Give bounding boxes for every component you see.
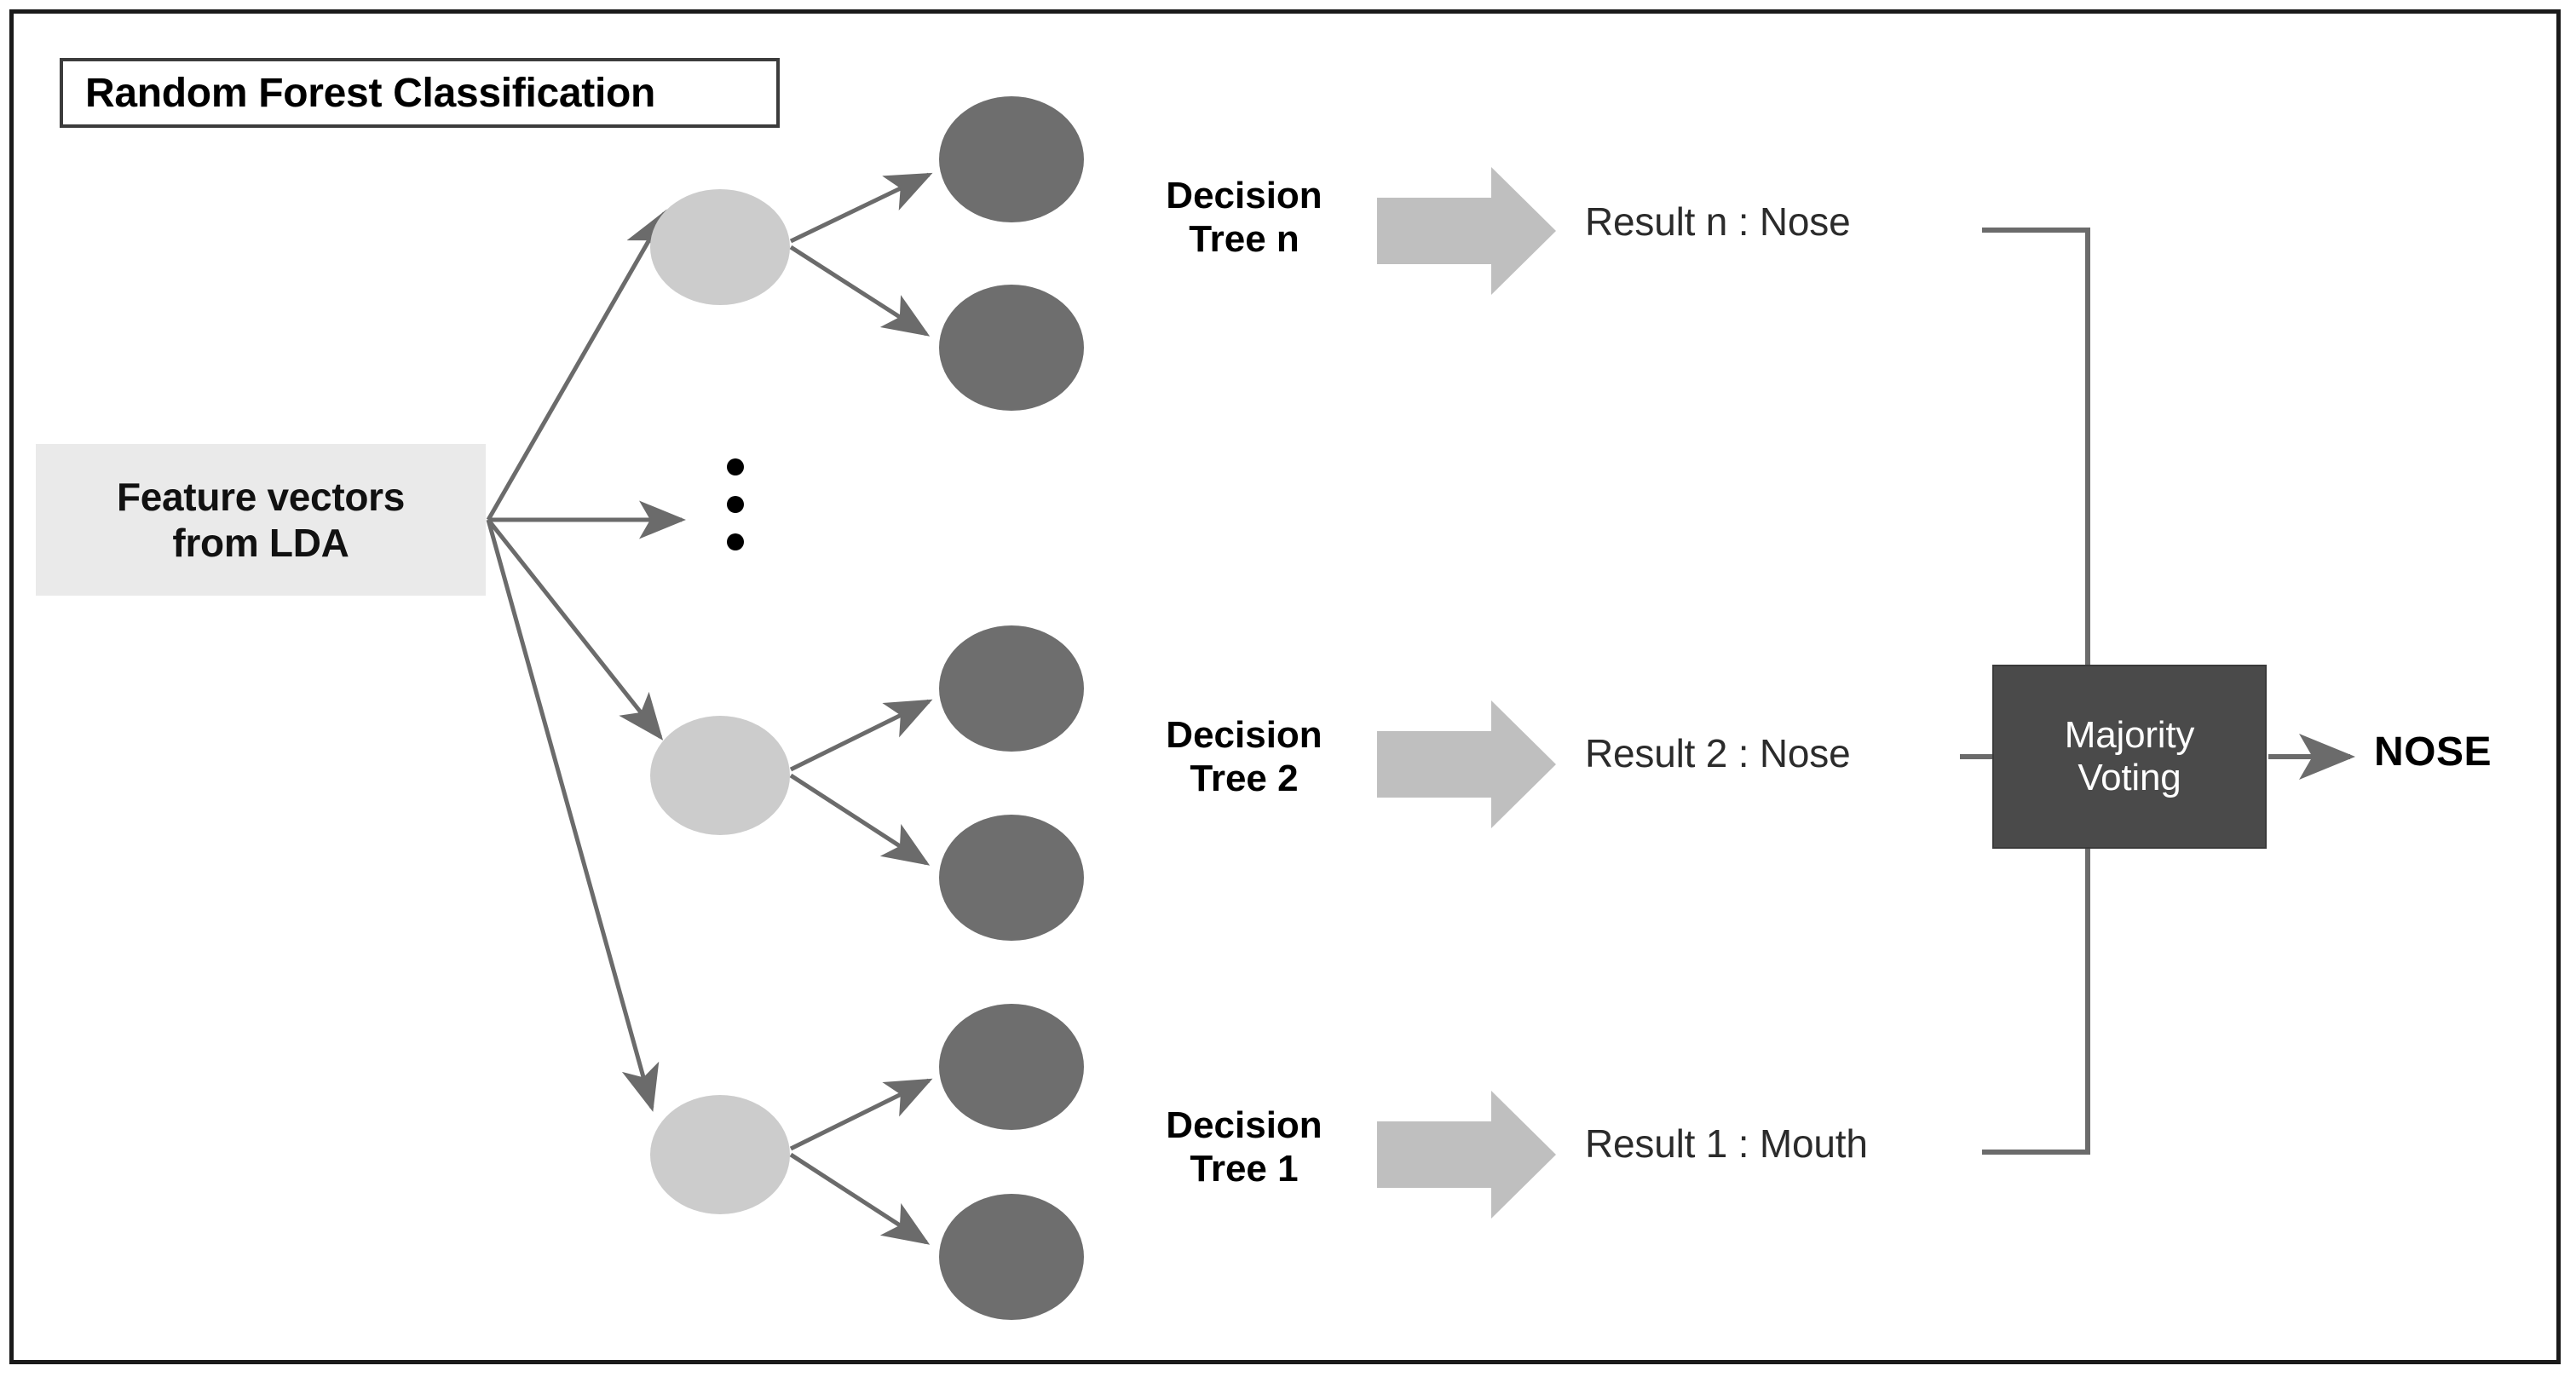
tree-n-leaf-node-upper <box>939 96 1084 222</box>
block-arrow-tree-n <box>1377 167 1556 295</box>
majority-voting-line2: Voting <box>2078 757 2181 798</box>
input-label-line2: from LDA <box>172 521 349 565</box>
result-label-2: Result 2 : Nose <box>1585 731 1851 775</box>
tree-1-edge-upper <box>789 1078 933 1151</box>
result-label-1: Result 1 : Mouth <box>1585 1121 1868 1166</box>
tree-2-edge-upper <box>789 699 933 772</box>
block-arrow-tree-2 <box>1377 700 1556 828</box>
tree-label-n-line2: Tree n <box>1189 217 1300 260</box>
majority-voting-box: Majority Voting <box>1992 665 2267 849</box>
outer-frame-border <box>9 9 2561 1364</box>
fanout-arrow-to-tree-2 <box>487 518 664 740</box>
page-title-box: Random Forest Classification <box>60 58 780 128</box>
tree-1-edge-lower <box>789 1152 931 1245</box>
ellipsis-dot <box>727 533 744 550</box>
tree-1-leaf-node-upper <box>939 1004 1084 1130</box>
tree-label-1-line2: Tree 1 <box>1190 1147 1299 1190</box>
tree-label-2: Decision Tree 2 <box>1116 714 1372 800</box>
connector-result-n-to-voting <box>1982 228 2090 665</box>
input-feature-vectors-box: Feature vectors from LDA <box>36 444 486 596</box>
tree-label-2-line1: Decision <box>1166 714 1323 756</box>
tree-label-1-line1: Decision <box>1166 1104 1323 1146</box>
tree-2-root-node <box>650 716 790 835</box>
result-label-n: Result n : Nose <box>1585 199 1851 244</box>
tree-label-n-line1: Decision <box>1166 175 1323 216</box>
fanout-arrows <box>486 209 686 1112</box>
ellipsis-dot <box>727 458 744 475</box>
tree-n-leaf-node-lower <box>939 285 1084 411</box>
tree-label-1: Decision Tree 1 <box>1116 1104 1372 1190</box>
tree-1-leaf-node-lower <box>939 1194 1084 1320</box>
tree-n-root-node <box>650 189 790 305</box>
block-arrow-tree-1 <box>1377 1091 1556 1219</box>
majority-voting-line1: Majority <box>2064 714 2195 756</box>
final-output-label: NOSE <box>2374 729 2492 775</box>
connector-result-1-to-voting <box>1982 849 2090 1155</box>
tree-2-leaf-node-upper <box>939 625 1084 752</box>
tree-label-2-line2: Tree 2 <box>1190 757 1299 799</box>
tree-2-edge-lower <box>789 773 931 866</box>
tree-n-edge-lower <box>789 245 931 337</box>
tree-2-leaf-node-lower <box>939 815 1084 941</box>
page-title: Random Forest Classification <box>85 70 656 116</box>
tree-n-edge-upper <box>789 172 933 244</box>
vertical-ellipsis-icon <box>727 458 744 550</box>
tree-1-root-node <box>650 1095 790 1214</box>
fanout-arrow-to-tree-n <box>486 209 667 522</box>
tree-label-n: Decision Tree n <box>1116 175 1372 261</box>
input-label-line1: Feature vectors <box>116 475 406 519</box>
fanout-arrow-to-tree-1 <box>486 519 660 1112</box>
ellipsis-dot <box>727 496 744 513</box>
